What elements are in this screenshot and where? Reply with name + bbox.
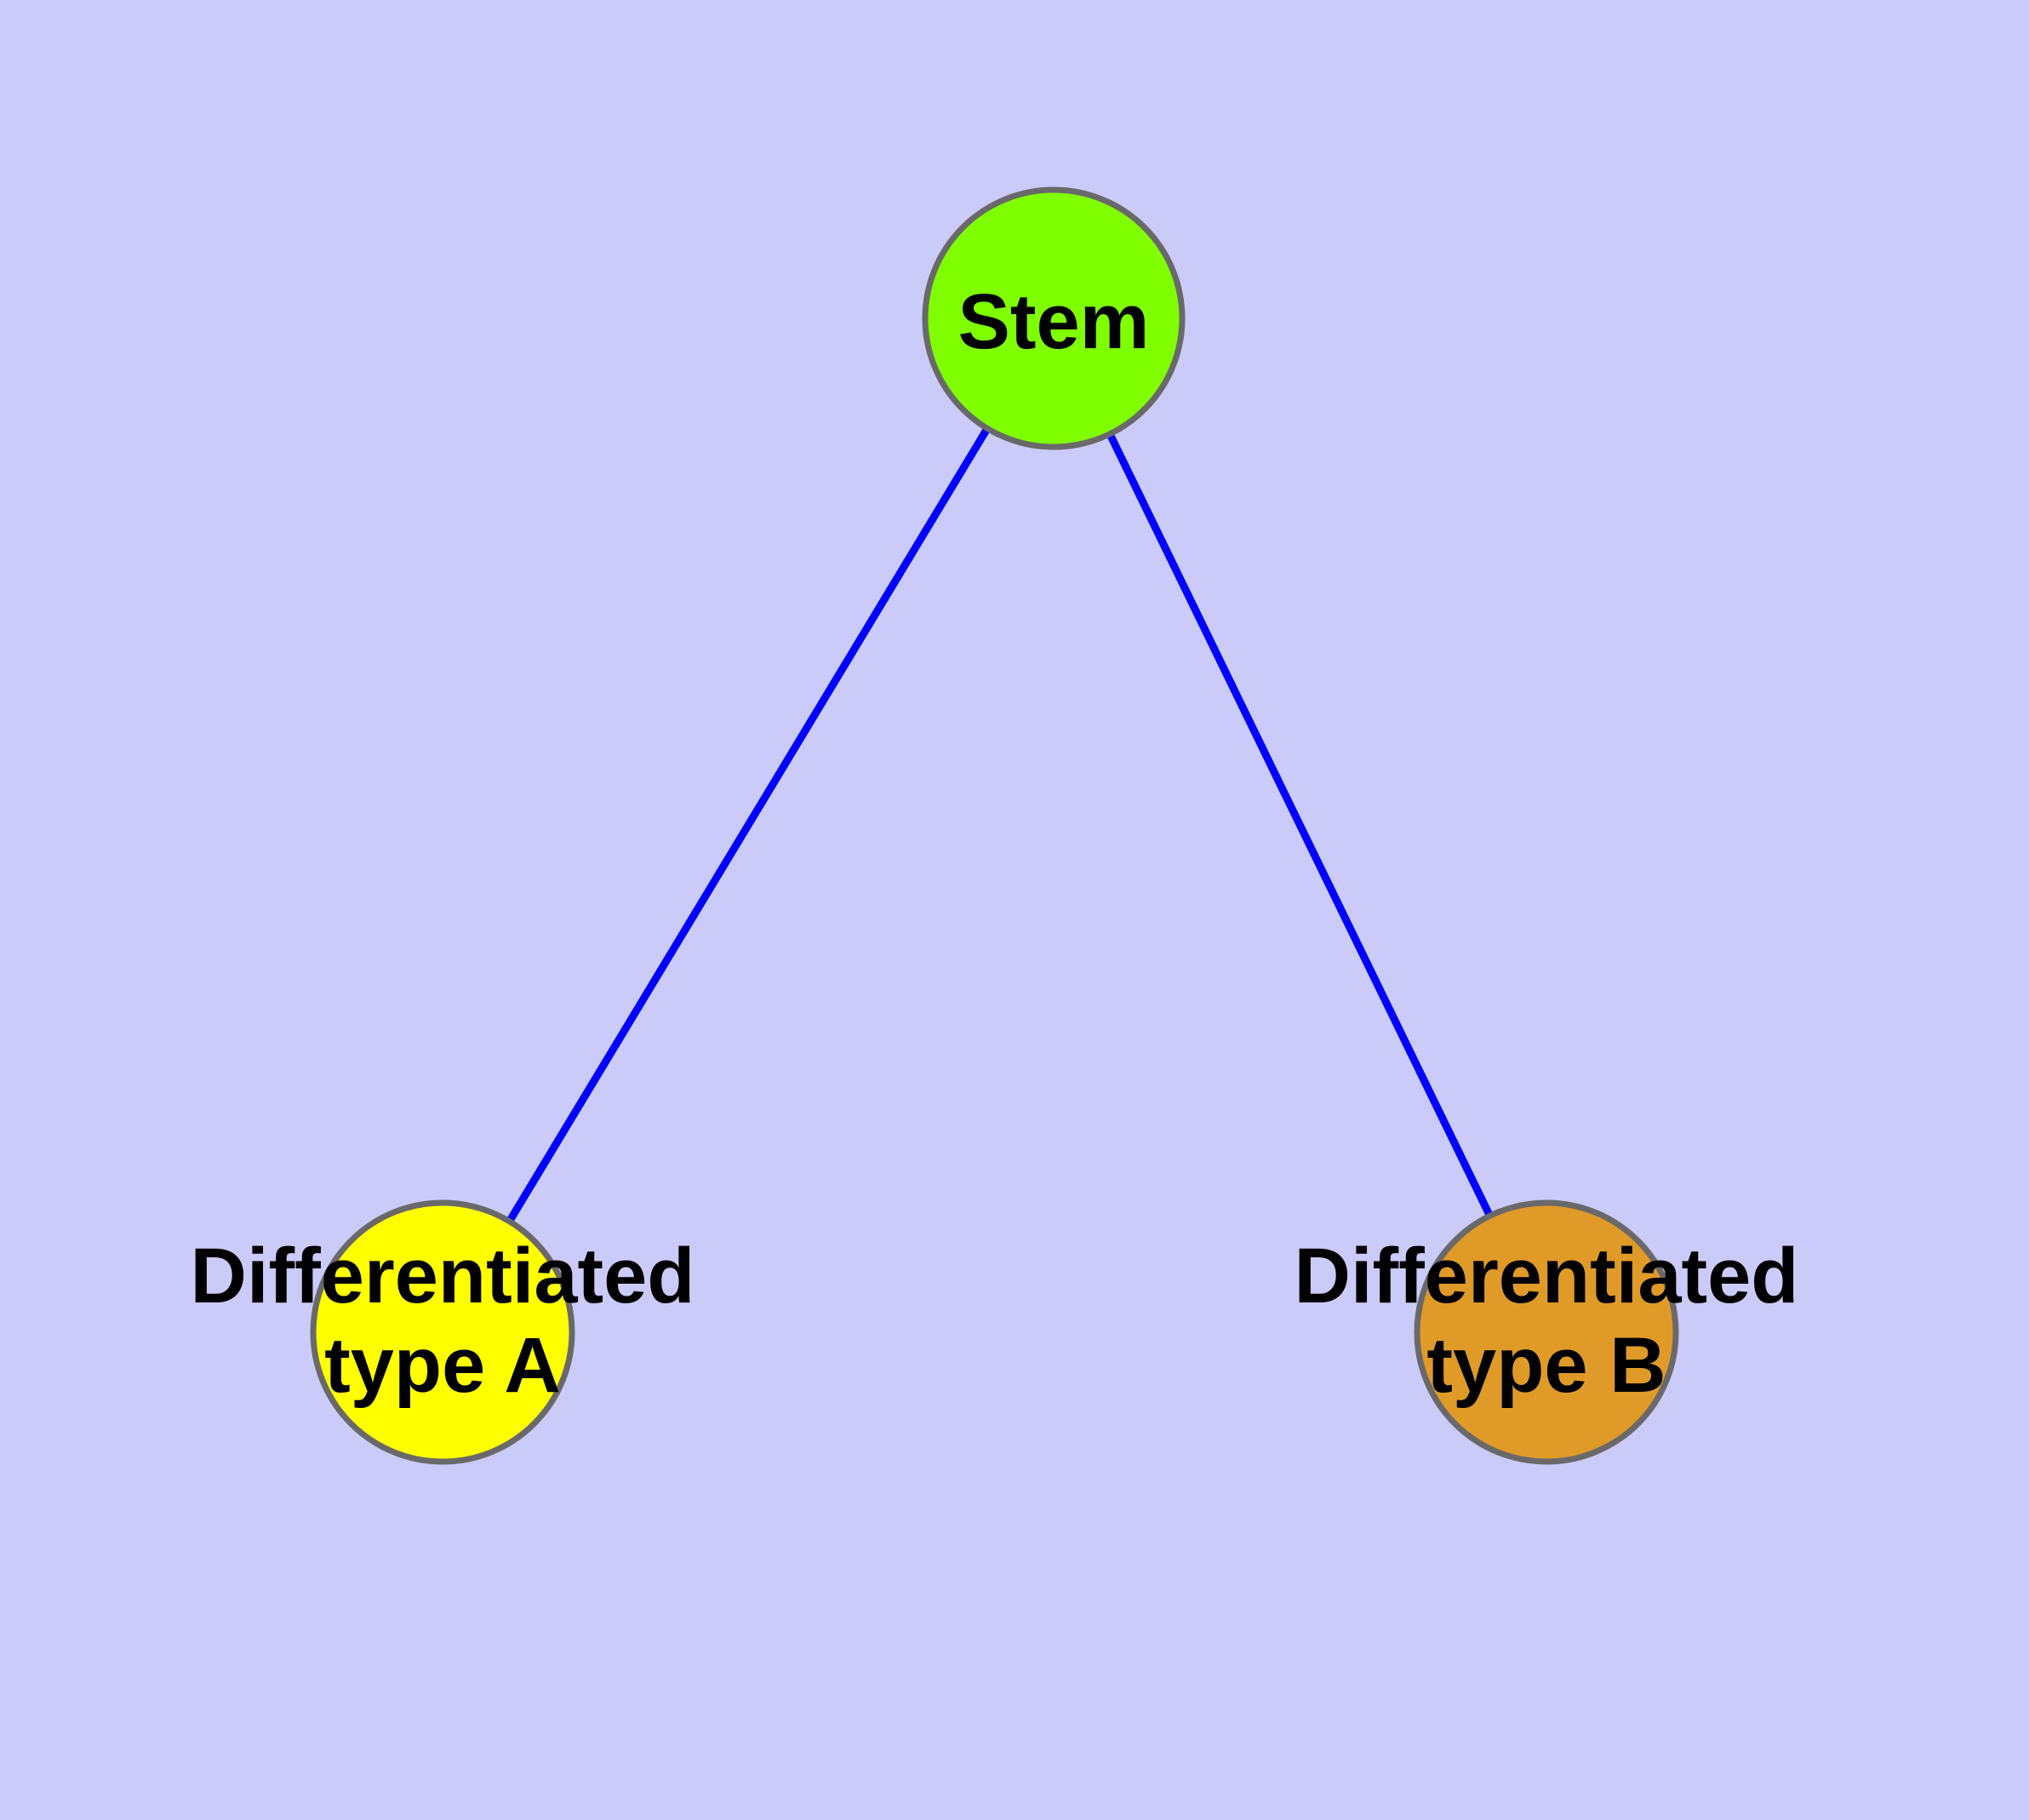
edge-stem-to-differentiated-type-a[interactable]: [503, 421, 993, 1228]
node-circle-differentiated-type-a[interactable]: [310, 1199, 575, 1465]
label-layer: Differentiated type A Differentiated typ…: [191, 1233, 1799, 1409]
node-circle-differentiated-type-b[interactable]: [1414, 1199, 1679, 1465]
node-label-differentiated-type-b-line1: Differentiated: [1295, 1233, 1799, 1319]
node-circle-stem[interactable]: [922, 186, 1186, 450]
node-label-differentiated-type-b-line2: type B: [1426, 1322, 1666, 1409]
node-label-stem: Stem: [958, 278, 1150, 365]
node-stem[interactable]: Stem: [922, 186, 1186, 450]
node-differentiated-type-b[interactable]: [1414, 1199, 1679, 1465]
edge-layer: [503, 421, 1496, 1228]
node-label-differentiated-type-a-line2: type A: [324, 1322, 561, 1409]
node-differentiated-type-a[interactable]: [310, 1199, 575, 1465]
node-label-differentiated-type-a-line1: Differentiated: [191, 1233, 695, 1319]
edge-stem-to-differentiated-type-b[interactable]: [1104, 427, 1496, 1222]
